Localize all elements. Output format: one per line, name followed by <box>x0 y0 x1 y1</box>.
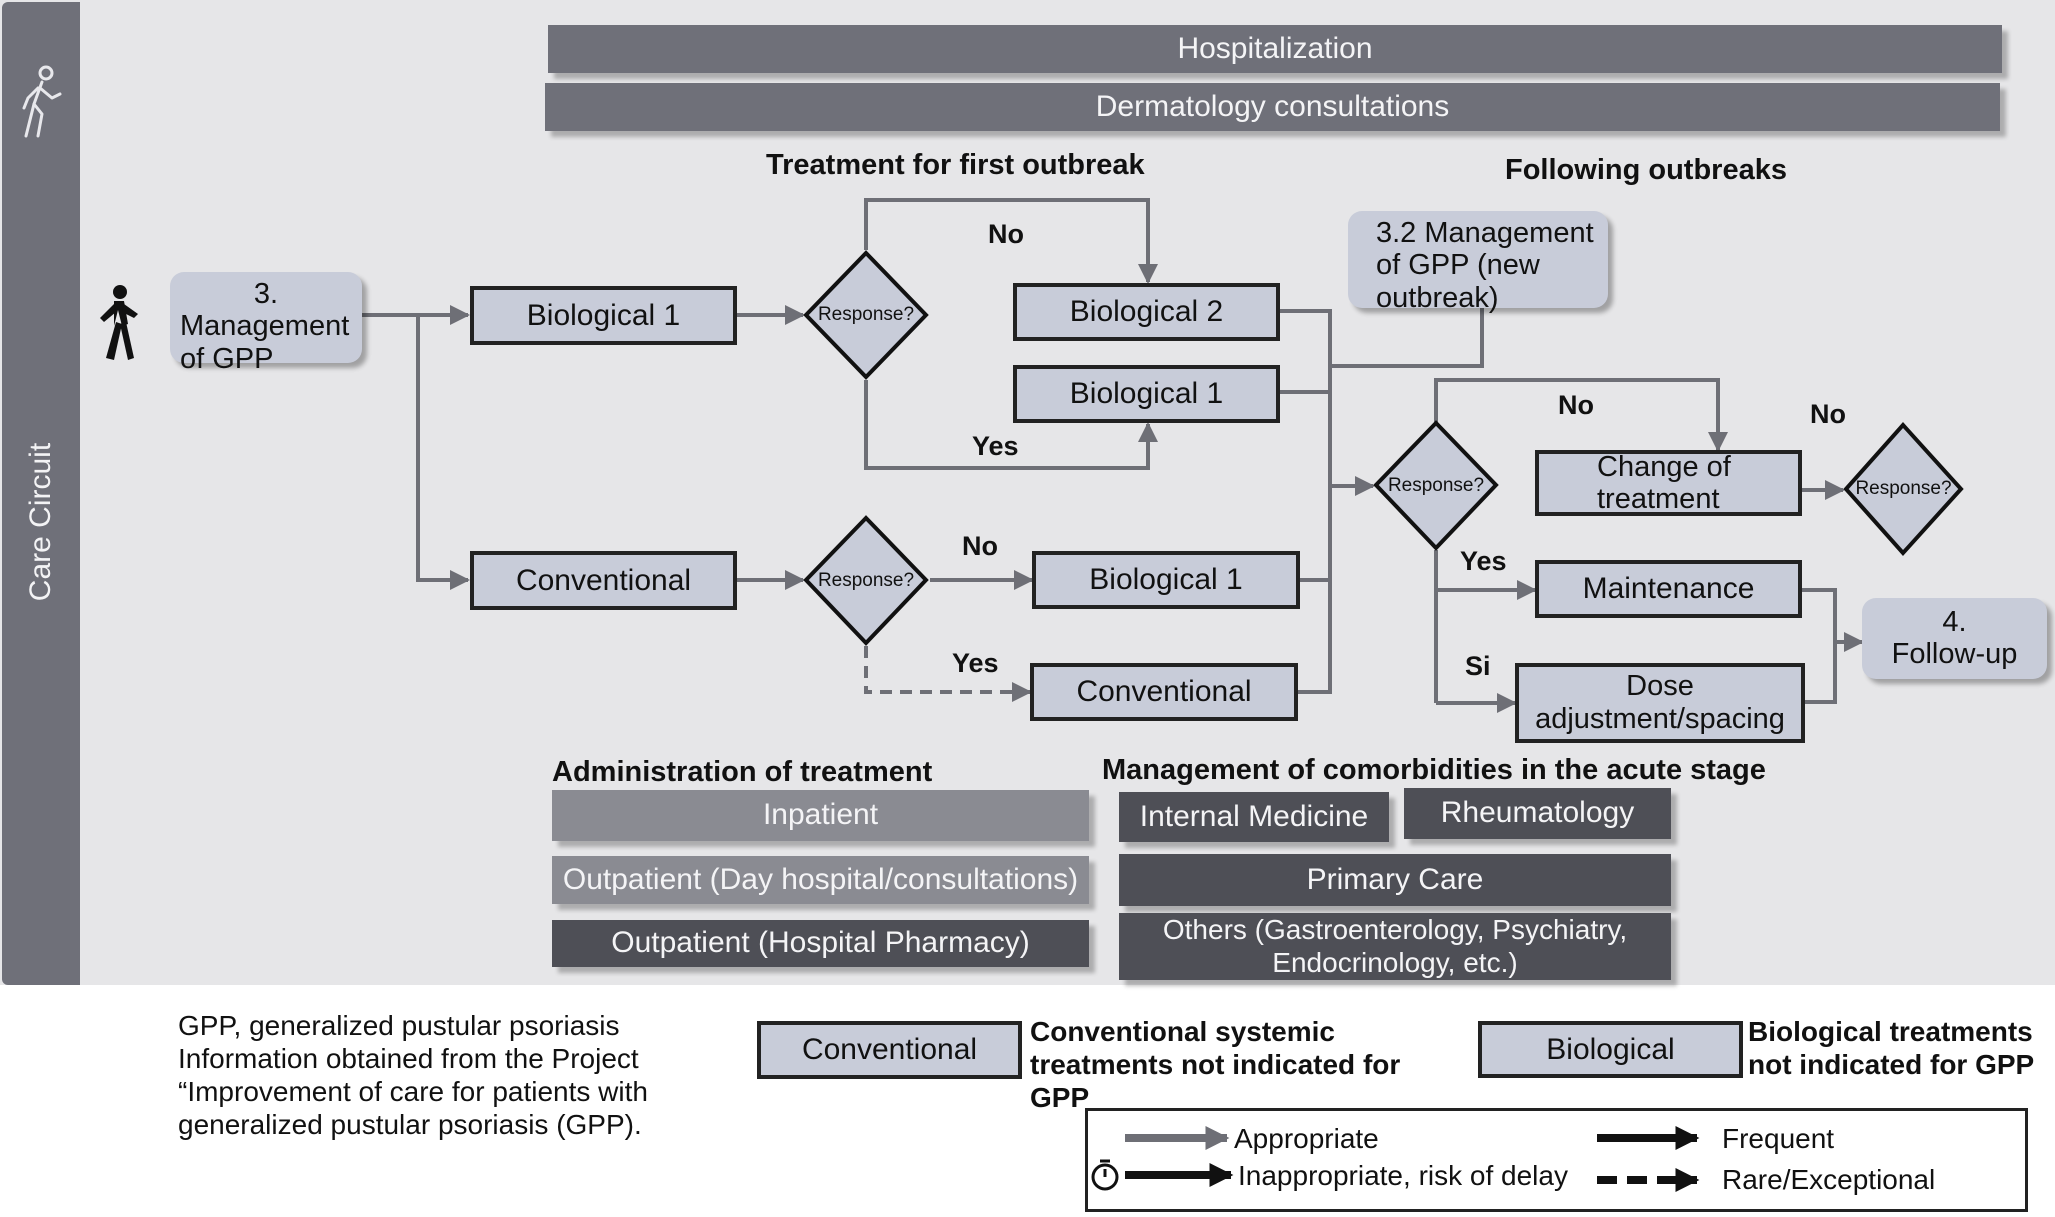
dose-adjustment-node: Dose adjustment/spacing <box>1515 663 1805 743</box>
label-no-3: No <box>1558 390 1594 420</box>
label-yes-2: Yes <box>952 648 999 678</box>
connector-response2-no <box>1434 378 1728 452</box>
response-diamond-1: Response? <box>803 250 929 380</box>
management-gpp-node: 3. Management of GPP <box>170 272 362 375</box>
label-no-4: No <box>1810 399 1846 429</box>
footnote: GPP, generalized pustular psoriasis Info… <box>178 1010 648 1140</box>
biological-1-low-node: Biological 1 <box>1032 551 1300 609</box>
response-diamond-3: Response? <box>1373 420 1499 551</box>
outpatient-pharmacy-band: Outpatient (Hospital Pharmacy) <box>552 920 1089 967</box>
outpatient-day-band: Outpatient (Day hospital/consultations) <box>552 856 1089 904</box>
legend-frequent-label: Frequent <box>1722 1123 1835 1154</box>
dermatology-band: Dermatology consultations <box>545 83 2000 131</box>
primary-care-band: Primary Care <box>1119 854 1671 906</box>
connector-maintenance-merge <box>1802 588 1837 704</box>
inpatient-band: Inpatient <box>552 790 1089 841</box>
administration-heading: Administration of treatment <box>552 756 933 788</box>
label-no-1: No <box>988 219 1024 249</box>
first-outbreak-heading: Treatment for first outbreak <box>766 149 1145 181</box>
biological-1-mid-node: Biological 1 <box>1013 365 1280 423</box>
connector-to-conventional <box>416 315 470 590</box>
connector-response-no-bio2 <box>864 198 1158 284</box>
arrow-legend-box: Appropriate Inappropriate, risk of delay… <box>1085 1108 2028 1212</box>
rheumatology-band: Rheumatology <box>1404 788 1671 839</box>
connector-response-yes-bio1 <box>864 380 1158 470</box>
walking-person-outline-icon <box>22 65 62 138</box>
connector-new-outbreak <box>1330 305 1484 368</box>
arrow-legend-graphics <box>1091 1126 1700 1192</box>
conventional-low-node: Conventional <box>1030 663 1298 721</box>
change-of-treatment-node: Change of treatment <box>1535 450 1802 516</box>
label-yes-3: Yes <box>1460 546 1507 576</box>
legend-inappropriate-label: Inappropriate, risk of delay <box>1238 1160 1568 1191</box>
comorbidities-heading: Management of comorbidities in the acute… <box>1102 754 1766 786</box>
legend-biological-box: Biological <box>1478 1021 1743 1078</box>
connector-response-yes-convlow <box>864 646 1032 702</box>
others-band: Others (Gastroenterology, Psychiatry, En… <box>1119 913 1671 980</box>
follow-up-node: 4. Follow-up <box>1862 598 2047 679</box>
connector-merge-bus <box>1280 309 1332 694</box>
biological-2-node: Biological 2 <box>1013 283 1280 341</box>
legend-conventional-desc: Conventional systemic treatments not ind… <box>1030 1016 1401 1113</box>
biological-1-top-node: Biological 1 <box>470 286 737 345</box>
maintenance-node: Maintenance <box>1535 560 1802 618</box>
stopwatch-icon <box>1091 1159 1119 1191</box>
management-new-outbreak-node: 3.2 Management of GPP (new outbreak) <box>1348 211 1608 314</box>
care-circuit-sidebar: Care Circuit <box>2 2 80 985</box>
label-yes-1: Yes <box>972 431 1019 461</box>
legend-conventional-box: Conventional <box>757 1021 1022 1079</box>
legend-biological-desc: Biological treatments not indicated for … <box>1748 1016 2035 1080</box>
legend-appropriate-label: Appropriate <box>1234 1123 1379 1154</box>
following-outbreaks-heading: Following outbreaks <box>1505 154 1787 186</box>
label-si: Si <box>1465 651 1491 681</box>
internal-medicine-band: Internal Medicine <box>1119 792 1389 842</box>
response-diamond-2: Response? <box>803 515 929 646</box>
legend-rare-label: Rare/Exceptional <box>1722 1164 1936 1195</box>
response-diamond-4: Response? <box>1843 422 1964 556</box>
hospitalization-band: Hospitalization <box>548 25 2002 73</box>
conventional-left-node: Conventional <box>470 551 737 610</box>
walking-person-icon <box>100 285 138 360</box>
label-no-2: No <box>962 531 998 561</box>
